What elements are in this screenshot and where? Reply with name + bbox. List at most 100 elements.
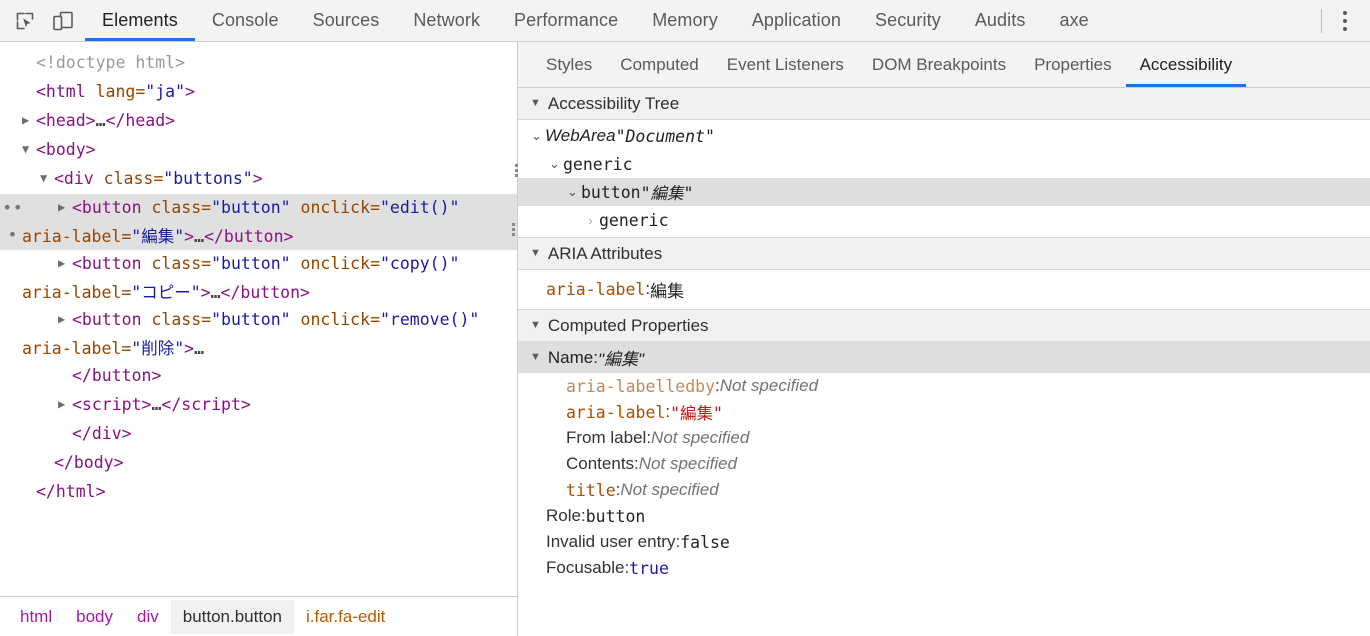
section-header-accessibility-tree[interactable]: ▼ Accessibility Tree (518, 88, 1370, 120)
dom-token (291, 198, 301, 217)
aria-attribute-key: aria-label (546, 279, 646, 299)
chevron-down-icon: ▼ (530, 96, 541, 109)
section-header-aria-attributes[interactable]: ▼ ARIA Attributes (518, 237, 1370, 270)
computed-source-key: From label (566, 428, 647, 447)
chevron-down-icon[interactable]: ▼ (40, 171, 48, 185)
breadcrumb-item-2[interactable]: div (137, 606, 159, 626)
dom-token: <button (72, 310, 152, 329)
dom-node-row[interactable]: ▶<!doctype html> (0, 49, 517, 78)
chevron-right-icon[interactable]: ▶ (58, 397, 66, 411)
dom-node-row[interactable]: •••▶<button class="button" onclick="edit… (0, 194, 517, 250)
breadcrumb-item-0[interactable]: html (20, 606, 53, 626)
dom-node-row[interactable]: ▶</button> (0, 362, 517, 391)
device-toolbar-icon[interactable] (49, 7, 77, 35)
sidebar-tab-computed[interactable]: Computed (620, 54, 699, 74)
tab-elements[interactable]: Elements (85, 0, 195, 41)
ax-tree-row[interactable]: ⌄generic (518, 150, 1370, 178)
ax-tree-row[interactable]: ⌄button "編集" (518, 178, 1370, 206)
dom-token: … (151, 395, 162, 414)
section-header-computed-properties[interactable]: ▼ Computed Properties (518, 309, 1370, 342)
chevron-right-icon[interactable]: › (588, 212, 593, 228)
sidebar-tab-dom-breakpoints[interactable]: DOM Breakpoints (871, 54, 1007, 74)
dom-node-row[interactable]: ▶</body> (0, 449, 517, 478)
tab-console[interactable]: Console (211, 10, 279, 30)
more-options-icon[interactable] (1328, 3, 1362, 39)
dom-node-content: ▶<!doctype html> (22, 53, 185, 72)
dom-token: </html> (36, 482, 106, 501)
breadcrumb-item-4[interactable]: i.far.fa-edit (306, 606, 386, 626)
chevron-down-icon[interactable]: ⌄ (567, 184, 578, 199)
dom-token: "edit()" (380, 198, 460, 217)
accessibility-pane: ▼ Accessibility Tree ⌄WebArea "Document"… (518, 88, 1370, 636)
dom-node-content: ▼<div class="buttons"> (22, 169, 263, 188)
tab-sources[interactable]: Sources (312, 10, 380, 30)
computed-name-source-row[interactable]: From label: Not specified (518, 425, 1370, 451)
computed-source-value: Not specified (719, 376, 819, 395)
tab-network[interactable]: Network (413, 10, 481, 30)
dom-token: > (200, 283, 211, 302)
computed-name-source-row[interactable]: Contents: Not specified (518, 451, 1370, 477)
toolbar-icon-group (0, 0, 77, 41)
computed-property-row[interactable]: Role: button (518, 503, 1370, 529)
row-resize-grip-icon[interactable] (512, 223, 515, 236)
dom-tree[interactable]: ▶<!doctype html> ▶<html lang="ja">▶<head>… (0, 42, 517, 596)
computed-name-label: Name: (547, 347, 598, 367)
tab-memory[interactable]: Memory (652, 10, 718, 30)
tab-axe[interactable]: axe (1059, 10, 1089, 30)
dom-node-row[interactable]: ▶<html lang="ja"> (0, 78, 517, 107)
dom-node-row[interactable]: ▶<button class="button" onclick="copy()"… (0, 250, 517, 306)
dom-row-ellipsis-badge[interactable]: ••• (2, 198, 24, 244)
dom-node-row[interactable]: ▶<button class="button" onclick="remove(… (0, 306, 517, 362)
ax-name-label: "Document" (615, 126, 715, 146)
tab-performance[interactable]: Performance (514, 10, 619, 30)
chevron-down-icon[interactable]: ⌄ (549, 156, 560, 171)
chevron-right-icon[interactable]: ▶ (22, 113, 30, 127)
chevron-down-icon[interactable]: ▼ (530, 350, 541, 363)
computed-property-row[interactable]: Focusable: true (518, 555, 1370, 581)
chevron-right-icon[interactable]: ▶ (58, 200, 66, 214)
dom-token: = (121, 283, 132, 302)
computed-source-value: Not specified (651, 428, 750, 447)
dom-node-row[interactable]: ▶</html> (0, 478, 517, 507)
computed-name-source-row[interactable]: title: Not specified (518, 477, 1370, 503)
dom-token: </head> (105, 111, 176, 130)
breadcrumb: html body div button.button i.far.fa-edit (0, 596, 517, 636)
sidebar-tab-accessibility[interactable]: Accessibility (1125, 42, 1247, 87)
computed-name-value: "編集" (597, 350, 645, 369)
sidebar-tab-styles[interactable]: Styles (546, 54, 593, 74)
breadcrumb-item-3[interactable]: button.button (170, 599, 294, 634)
computed-property-value: false (680, 532, 730, 552)
resize-grip-icon[interactable] (515, 164, 518, 177)
tree-spacer: ▶ (40, 449, 54, 476)
dom-node-row[interactable]: ▶<script>…</script> (0, 391, 517, 420)
ax-role-label: generic (563, 154, 633, 174)
chevron-right-icon[interactable]: ▶ (58, 312, 66, 326)
chevron-right-icon[interactable]: ▶ (58, 256, 66, 270)
computed-property-colon: : (580, 506, 586, 525)
computed-property-value: true (629, 558, 669, 578)
dom-node-row[interactable]: ▶</div> (0, 420, 517, 449)
ax-tree-row[interactable]: ›generic (518, 206, 1370, 234)
chevron-down-icon[interactable]: ⌄ (531, 128, 542, 143)
aria-attribute-row[interactable]: aria-label: 編集 (518, 275, 1370, 303)
dom-token (459, 254, 469, 273)
dom-node-row[interactable]: ▼<div class="buttons"> (0, 165, 517, 194)
computed-name-source-row[interactable]: aria-label: "編集" (518, 399, 1370, 425)
aria-attributes-list: aria-label: 編集 (518, 270, 1370, 309)
computed-property-row[interactable]: Invalid user entry: false (518, 529, 1370, 555)
chevron-down-icon[interactable]: ▼ (22, 142, 30, 156)
dom-node-row[interactable]: ▼<body> (0, 136, 517, 165)
computed-name-row[interactable]: ▼ Name: "編集" (518, 342, 1370, 373)
tab-audits[interactable]: Audits (974, 10, 1026, 30)
tab-application[interactable]: Application (751, 10, 841, 30)
sidebar-tab-properties[interactable]: Properties (1034, 54, 1112, 74)
ax-tree-row[interactable]: ⌄WebArea "Document" (518, 122, 1370, 150)
breadcrumb-item-1[interactable]: body (76, 606, 113, 626)
sidebar-tab-bar: Styles Computed Event Listeners DOM Breakpo… (518, 42, 1370, 88)
sidebar-tab-event-listeners[interactable]: Event Listeners (726, 54, 844, 74)
inspect-element-icon[interactable] (11, 7, 39, 35)
computed-name-source-row[interactable]: aria-labelledby: Not specified (518, 373, 1370, 399)
dom-node-row[interactable]: ▶<head>…</head> (0, 107, 517, 136)
tab-security[interactable]: Security (874, 10, 941, 30)
panel-resize-divider[interactable] (515, 42, 518, 636)
